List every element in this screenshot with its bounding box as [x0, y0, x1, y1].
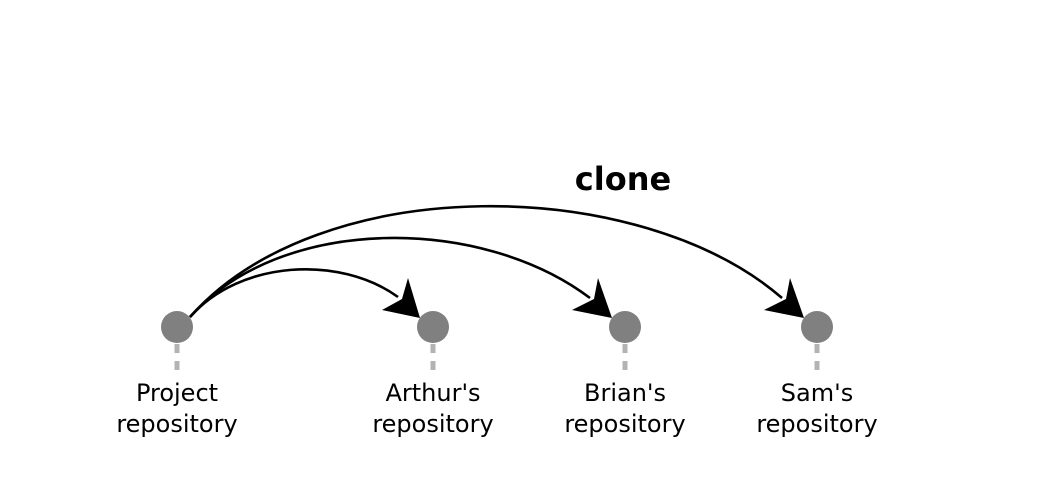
node-label-line1: Sam's [781, 379, 853, 407]
node-label-line2: repository [756, 410, 877, 438]
clone-arrows [189, 204, 804, 318]
node-label-line1: Project [136, 379, 218, 407]
node-dot [801, 311, 833, 343]
node-label-line2: repository [116, 410, 237, 438]
clone-arrow-brian [189, 236, 591, 318]
node-label-line2: repository [564, 410, 685, 438]
arrowhead-arthur [382, 278, 420, 318]
node-label-line1: Brian's [584, 379, 666, 407]
arrowhead-brian [572, 278, 612, 318]
node-dot [161, 311, 193, 343]
repository-node-project: Project repository [116, 311, 238, 438]
repository-node-sam: Sam's repository [756, 311, 878, 438]
node-dot [417, 311, 449, 343]
arrowhead-sam [764, 278, 804, 318]
node-dot [609, 311, 641, 343]
clone-arrow-sam [189, 204, 783, 318]
repository-node-brian: Brian's repository [564, 311, 686, 438]
repository-node-arthur: Arthur's repository [372, 311, 494, 438]
node-label-line2: repository [372, 410, 493, 438]
clone-label: clone [575, 160, 671, 198]
node-label-line1: Arthur's [385, 379, 480, 407]
clone-arrow-arthur [189, 267, 399, 318]
